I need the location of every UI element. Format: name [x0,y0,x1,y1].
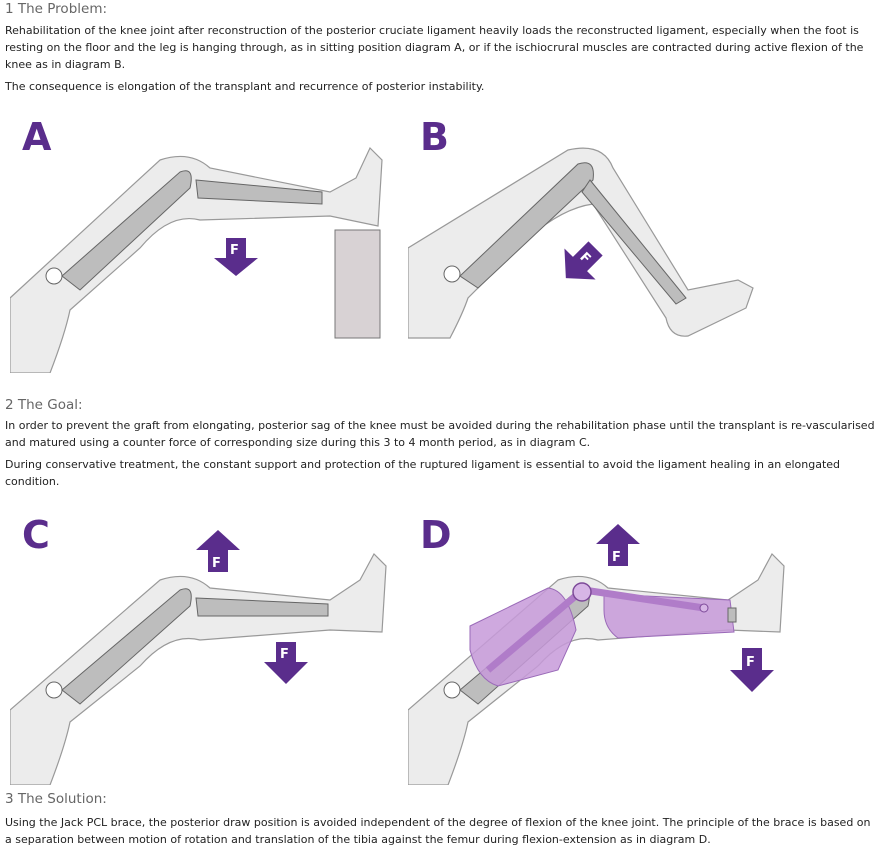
section-heading-goal: 2 The Goal: [5,397,83,413]
support-block [334,229,381,339]
tibia-bone [581,179,687,305]
force-arrow-down: F [264,642,308,684]
hip-joint [443,265,461,283]
diagram-label-b: B [420,115,449,159]
diagram-b: B F [408,108,768,343]
tibia-bone [195,179,323,205]
goal-paragraph-2: During conservative treatment, the const… [5,458,841,488]
leg-outline [10,146,383,373]
leg-outline [10,553,387,785]
brace-strap-pivot [699,603,709,613]
brace-thigh-bar [485,591,581,673]
problem-paragraph-1: Rehabilitation of the knee joint after r… [5,24,864,71]
femur-bone [459,162,594,289]
diagram-c: C F F [10,510,400,785]
force-label-down: F [280,647,289,662]
force-arrow-up: F [196,530,240,572]
tibia-bone [727,607,737,623]
femur-bone [61,588,192,705]
force-label-up: F [612,550,621,565]
hip-joint [45,681,63,699]
force-arrow-diagonal: F [564,241,603,280]
diagram-d: D F F [408,510,788,785]
force-arrow-down: F [730,648,774,692]
diagram-label-a: A [22,115,52,159]
diagram-a: A F [10,108,400,373]
force-label-up: F [212,556,221,571]
tibia-bone [195,597,329,617]
diagram-label-d: D [420,513,452,557]
diagram-label-c: C [22,513,50,557]
force-arrow-up: F [596,524,640,566]
section-heading-solution: 3 The Solution: [5,791,107,807]
force-label-down: F [746,655,755,670]
force-arrow-down: F [214,238,258,276]
section-heading-problem: 1 The Problem: [5,1,108,17]
solution-paragraph-1: Using the Jack PCL brace, the posterior … [5,816,871,846]
brace-shin-bar [583,586,705,612]
hip-joint [443,681,461,699]
femur-bone [61,170,192,291]
problem-paragraph-2: The consequence is elongation of the tra… [5,80,485,93]
brace-hinge [572,582,592,602]
hip-joint [45,267,63,285]
goal-paragraph-1: In order to prevent the graft from elong… [5,419,875,449]
force-label: F [230,243,239,258]
